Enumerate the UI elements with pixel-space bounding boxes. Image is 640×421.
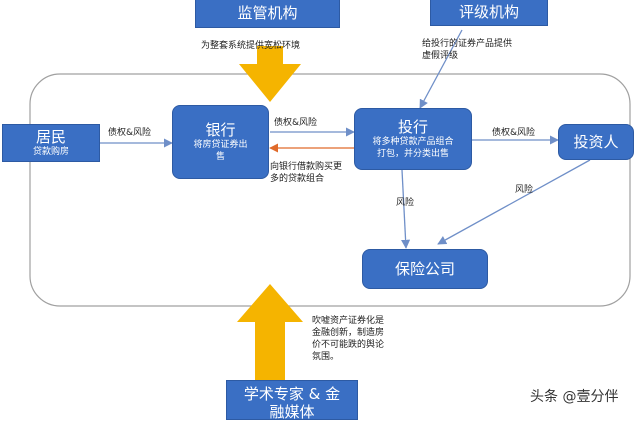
resident-subtitle: 贷款购房 bbox=[32, 147, 69, 157]
rating-note-line-2: 虚假评级 bbox=[422, 51, 459, 61]
investor-title: 投资人 bbox=[573, 133, 619, 151]
regulator-box: 监管机构 bbox=[195, 0, 340, 28]
bank-subtitle-line-2: 售 bbox=[215, 152, 225, 162]
investment-bank-box: 投行 将多种贷款产品组合 打包，并分类出售 bbox=[354, 108, 472, 170]
investor-box: 投资人 bbox=[558, 124, 634, 160]
label-bank-to-ib: 债权&风险 bbox=[274, 118, 318, 128]
resident-title: 居民 bbox=[35, 128, 66, 146]
label-ib-to-insurance: 风险 bbox=[396, 198, 415, 208]
label-ib-to-bank-line-2: 多的贷款组合 bbox=[270, 174, 325, 184]
bank-box: 银行 将房贷证券出 售 bbox=[172, 105, 269, 179]
label-investor-to-insurance: 风险 bbox=[515, 185, 534, 195]
bank-title: 银行 bbox=[205, 121, 236, 139]
rating-agency-box: 评级机构 bbox=[430, 0, 548, 26]
academics-big-arrow bbox=[237, 284, 303, 380]
label-resident-to-bank: 债权&风险 bbox=[108, 128, 152, 138]
arrow-rating-to-ib bbox=[419, 29, 463, 109]
watermark: 头条 @壹分伴 bbox=[530, 389, 619, 405]
academics-box: 学术专家 & 金 融媒体 bbox=[226, 380, 358, 421]
academics-note-line-4: 氛围。 bbox=[312, 352, 340, 362]
investment-bank-title: 投行 bbox=[397, 118, 428, 136]
label-ib-to-bank-line-1: 向银行借款购买更 bbox=[270, 162, 343, 172]
insurance-title: 保险公司 bbox=[394, 260, 455, 278]
resident-box: 居民 贷款购房 bbox=[2, 124, 100, 162]
rating-note-line-1: 给投行的证券产品提供 bbox=[422, 39, 513, 49]
regulator-title: 监管机构 bbox=[237, 4, 298, 22]
arrow-investor-to-insurance bbox=[437, 159, 591, 245]
academics-note-line-3: 价不可能跌的舆论 bbox=[312, 340, 385, 350]
regulator-note: 为整套系统提供宽松环境 bbox=[201, 41, 301, 51]
regulator-big-arrow bbox=[239, 46, 301, 102]
bank-subtitle-line-1: 将房贷证券出 bbox=[193, 140, 248, 150]
insurance-box: 保险公司 bbox=[362, 249, 488, 289]
investment-bank-subtitle-line-1: 将多种贷款产品组合 bbox=[372, 137, 454, 147]
system-frame bbox=[29, 73, 631, 307]
rating-agency-title: 评级机构 bbox=[458, 3, 519, 21]
investment-bank-subtitle-line-2: 打包，并分类出售 bbox=[376, 149, 449, 159]
label-ib-to-investor: 债权&风险 bbox=[492, 128, 536, 138]
academics-note-line-2: 金融创新，制造房 bbox=[312, 328, 385, 338]
academics-title-line-1: 学术专家 & 金 bbox=[243, 385, 341, 403]
academics-title-line-2: 融媒体 bbox=[269, 403, 315, 421]
arrow-ib-to-insurance bbox=[401, 169, 411, 249]
academics-note-line-1: 吹嘘资产证券化是 bbox=[312, 316, 385, 326]
